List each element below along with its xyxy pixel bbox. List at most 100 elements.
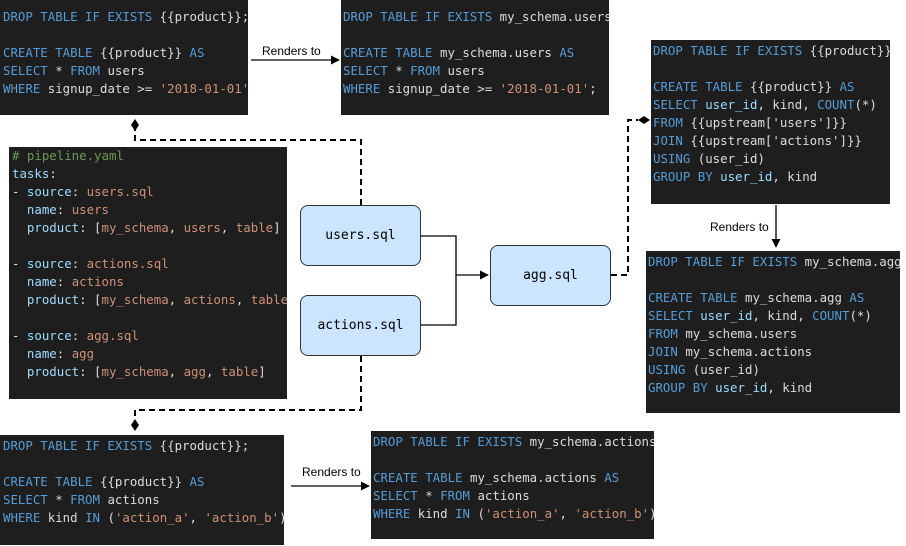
code-token: (*) [854,97,877,112]
code-token: table [250,292,287,307]
code-token: WHERE [3,81,48,96]
code-token: product [26,292,80,307]
actions-sql-template: DROP TABLE IF EXISTS {{product}}; CREATE… [0,435,284,545]
code-line: DROP TABLE IF EXISTS my_schema.agg; [648,253,900,271]
code-line: SELECT * FROM users [343,62,609,80]
users-renders-label: Renders to [262,44,321,58]
code-token: {{product}}; [159,438,250,453]
code-token: my_schema.users; [499,9,609,24]
code-token [12,346,27,361]
code-line: - source: users.sql [12,183,287,201]
code-token: DROP TABLE IF EXISTS [3,9,160,24]
code-token: my_schema.actions [685,344,813,359]
agg-renders-label: Renders to [710,220,769,234]
code-token: # pipeline.yaml [12,148,124,163]
users-template-link-diamond [131,119,139,131]
code-line: CREATE TABLE {{product}} AS [3,473,284,491]
code-line [3,26,248,44]
code-token: user_id [715,380,768,395]
code-token: FROM [410,63,448,78]
actions-sql-node[interactable]: actions.sql [300,295,421,356]
code-token [12,220,27,235]
code-line [343,26,609,44]
code-token: user_id [705,97,758,112]
agg-template-link [611,119,638,276]
code-token: my_schema.agg; [804,254,900,269]
code-token: (user_id) [697,151,765,166]
code-line: SELECT user_id, kind, COUNT(*) [653,96,890,114]
code-token: tasks [12,166,50,181]
code-line: CREATE TABLE {{product}} AS [653,78,890,96]
code-line: DROP TABLE IF EXISTS my_schema.users; [343,8,609,26]
code-token: {{upstream['actions']}} [690,133,862,148]
code-token: agg [71,346,95,361]
code-token: CREATE TABLE [3,45,100,60]
code-token: {{product}}; [159,9,248,24]
code-line: - source: agg.sql [12,327,287,345]
code-token: USING [648,362,693,377]
code-token: actions [71,274,124,289]
code-token: ] [258,364,266,379]
code-token: * [425,488,441,503]
code-token: - [12,184,27,199]
code-token: '2018-01-01' [499,81,590,96]
code-token: , kind [772,169,818,184]
users-to-agg-edge [421,235,489,280]
code-token: {{product}} [99,474,190,489]
code-line: WHERE signup_date >= '2018-01-01'; [343,80,609,98]
code-token: SELECT [343,63,396,78]
code-token: SELECT [373,488,426,503]
code-token: WHERE [3,510,48,525]
code-token: - [12,256,27,271]
code-token: product [26,220,80,235]
code-token: users [183,220,221,235]
code-line: USING (user_id) [648,361,900,379]
code-line: CREATE TABLE my_schema.actions AS [373,469,654,487]
code-line [12,309,287,327]
code-token: DROP TABLE IF EXISTS [653,43,810,58]
code-token: * [395,63,411,78]
code-line [653,60,890,78]
code-line: FROM {{upstream['users']}} [653,114,890,132]
code-token: SELECT [648,308,701,323]
agg-sql-rendered: DROP TABLE IF EXISTS my_schema.agg; CREA… [646,251,900,413]
code-line: GROUP BY user_id, kind [653,168,890,186]
code-line [373,451,654,469]
code-token: DROP TABLE IF EXISTS [373,434,530,449]
code-token: my_schema [101,292,169,307]
code-line [648,271,900,289]
code-token: , kind, [757,97,818,112]
code-token: my_schema.users [439,45,560,60]
code-token: CREATE TABLE [653,79,750,94]
code-token: ; [589,81,597,96]
code-line: DROP TABLE IF EXISTS {{product}}; [653,42,890,60]
code-line: JOIN {{upstream['actions']}} [653,132,890,150]
code-token: my_schema.agg [744,290,850,305]
users-sql-template: DROP TABLE IF EXISTS {{product}}; CREATE… [0,0,248,115]
code-token: COUNT [817,97,855,112]
code-line: FROM my_schema.users [648,325,900,343]
code-token: , [168,364,184,379]
code-token: , [168,292,184,307]
code-token: , kind, [752,308,813,323]
code-token: : [ [79,364,102,379]
code-token: SELECT [3,492,56,507]
code-token: , [220,220,236,235]
code-line: WHERE kind IN ('action_a', 'action_b'); [3,509,284,527]
code-token: , kind [767,380,813,395]
agg-sql-node[interactable]: agg.sql [490,245,611,306]
users-sql-node-label: users.sql [325,228,396,243]
code-token: FROM [440,488,478,503]
code-token: (*) [849,308,872,323]
code-token: users.sql [86,184,154,199]
code-token: CREATE TABLE [373,470,470,485]
code-token: my_schema.actions; [529,434,654,449]
users-sql-node[interactable]: users.sql [300,205,421,266]
code-line: product: [my_schema, actions, table] [12,291,287,309]
agg-sql-template: DROP TABLE IF EXISTS {{product}}; CREATE… [651,40,890,204]
users-sql-rendered: DROP TABLE IF EXISTS my_schema.users; CR… [341,0,609,115]
code-token: GROUP BY [653,169,721,184]
code-token: AS [839,79,855,94]
